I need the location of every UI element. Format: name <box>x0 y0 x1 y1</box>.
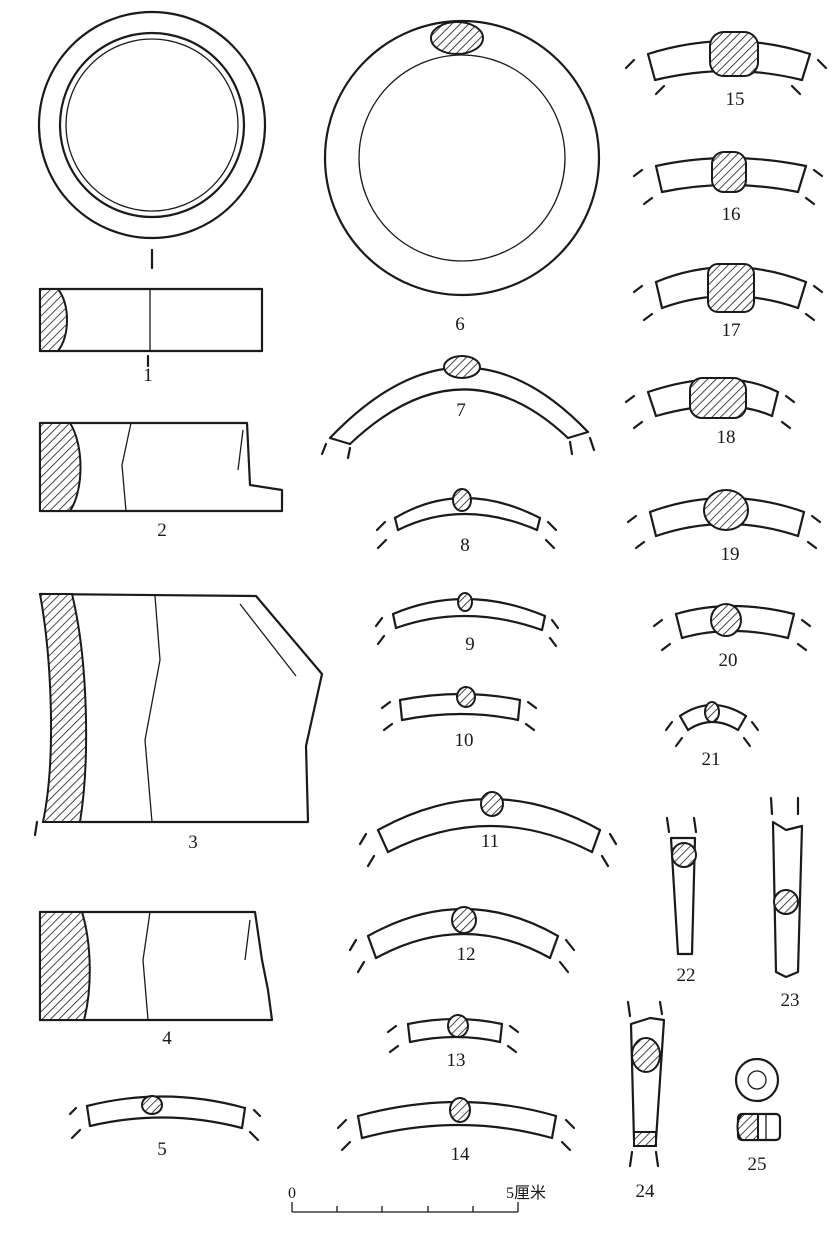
figure-label-12: 12 <box>457 944 476 965</box>
artifact-11 <box>358 791 618 868</box>
artifact-22 <box>665 816 698 956</box>
figure-label-13: 13 <box>447 1050 466 1071</box>
figure-label-15: 15 <box>726 89 745 110</box>
figure-label-4: 4 <box>162 1028 172 1049</box>
artifact-21 <box>664 701 760 748</box>
artifact-5 <box>68 1095 262 1142</box>
artifact-2 <box>38 421 284 513</box>
figure-label-23: 23 <box>781 990 800 1011</box>
figure-label-7: 7 <box>456 400 466 421</box>
artifact-24 <box>626 1000 666 1168</box>
figure-label-9: 9 <box>465 634 475 655</box>
artifact-1 <box>37 10 267 368</box>
artifact-15 <box>624 31 828 96</box>
figure-label-25: 25 <box>748 1154 767 1175</box>
figure-label-20: 20 <box>719 650 738 671</box>
artifact-25 <box>734 1057 782 1142</box>
artifact-14 <box>336 1097 576 1152</box>
figure-label-3: 3 <box>188 832 198 853</box>
scale-bar: 0 5厘米 <box>288 1184 546 1213</box>
artifact-7 <box>320 355 596 460</box>
figure-label-11: 11 <box>481 831 499 852</box>
figure-label-5: 5 <box>157 1139 167 1160</box>
figure-label-19: 19 <box>721 544 740 565</box>
figure-label-24: 24 <box>636 1181 656 1202</box>
artifact-19 <box>626 489 822 550</box>
artifact-3 <box>33 592 324 837</box>
scale-bar-end-label: 5厘米 <box>506 1184 546 1202</box>
artifact-18 <box>624 377 796 430</box>
artifact-4 <box>38 910 274 1022</box>
artifact-10 <box>380 686 538 732</box>
artifact-20 <box>652 603 812 652</box>
artifact-16 <box>632 151 824 206</box>
figure-label-18: 18 <box>717 427 736 448</box>
figure-label-8: 8 <box>460 535 470 556</box>
figure-label-10: 10 <box>455 730 474 751</box>
figure-label-6: 6 <box>455 314 465 335</box>
figure-label-2: 2 <box>157 520 167 541</box>
artifact-23 <box>769 796 804 979</box>
artifact-12 <box>348 906 576 974</box>
figure-label-16: 16 <box>722 204 741 225</box>
figure-label-1: 1 <box>143 365 153 386</box>
scale-bar-start-label: 0 <box>288 1185 296 1202</box>
artifact-9 <box>374 592 560 648</box>
artifact-13 <box>386 1014 520 1054</box>
artifact-8 <box>375 488 558 550</box>
figure-label-14: 14 <box>451 1144 471 1165</box>
figure-label-22: 22 <box>677 965 696 986</box>
artifact-17 <box>632 263 824 322</box>
figure-label-21: 21 <box>702 749 721 770</box>
figure-label-17: 17 <box>722 320 741 341</box>
artifact-6 <box>323 19 601 297</box>
